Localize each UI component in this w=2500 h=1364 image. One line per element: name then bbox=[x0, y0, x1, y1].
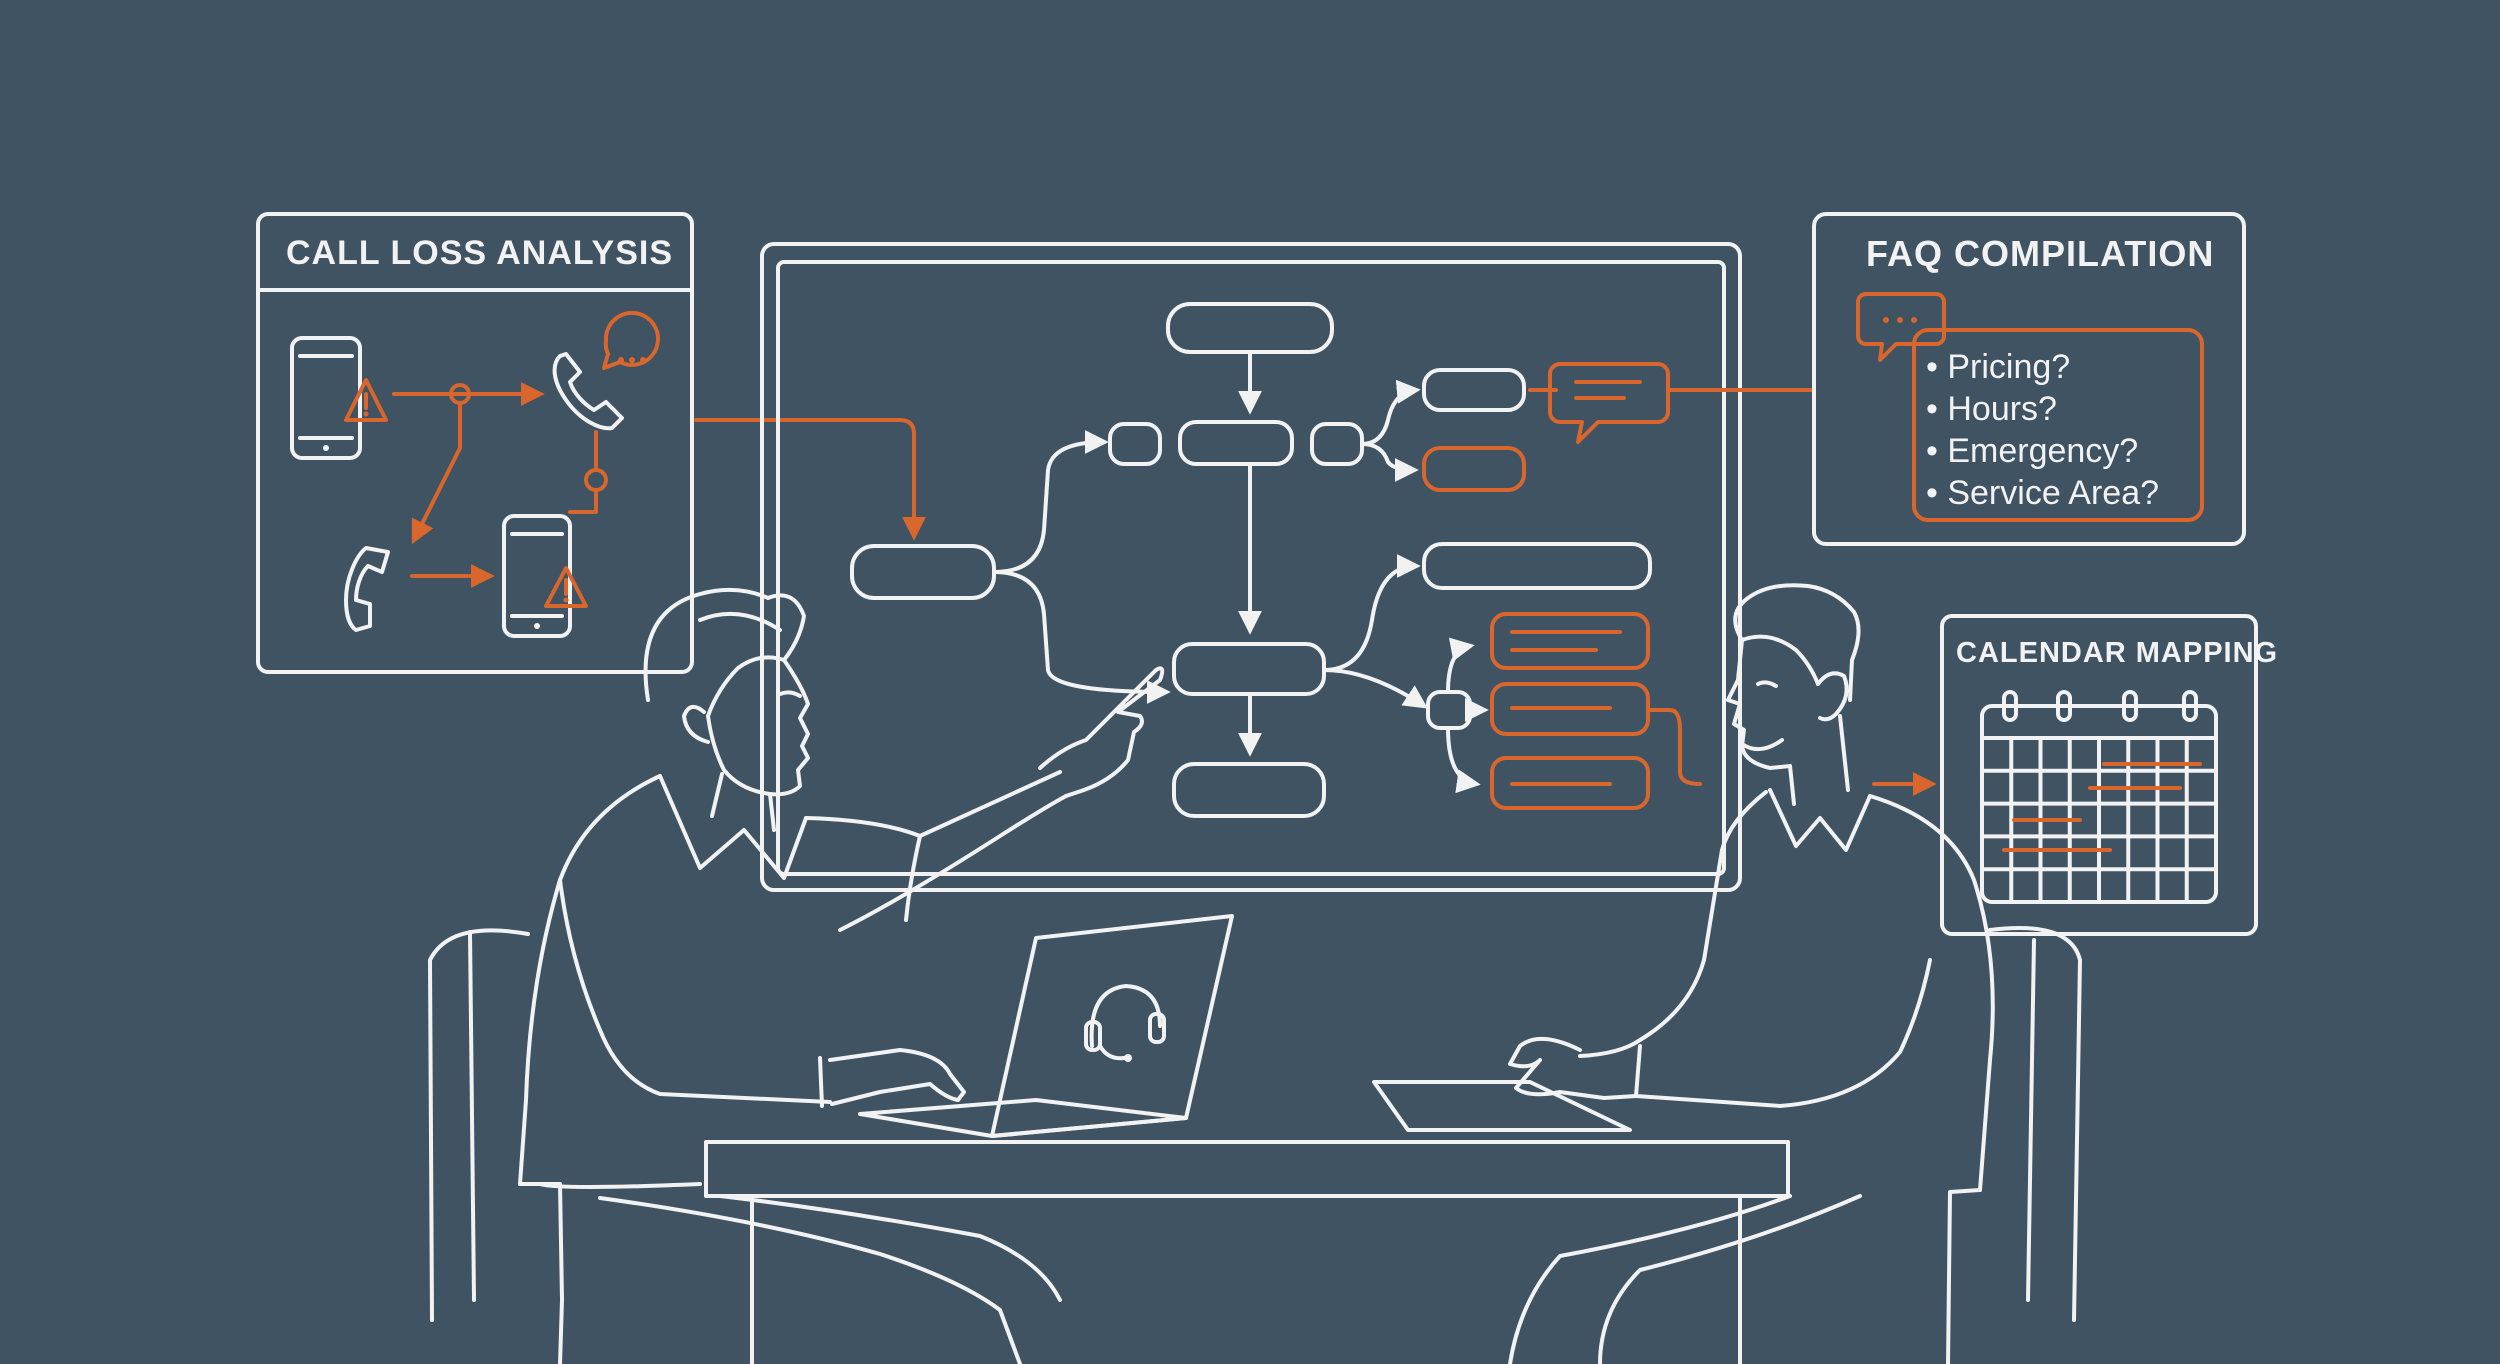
faq-item: • Service Area? bbox=[1926, 474, 2159, 512]
faq-title: FAQ COMPILATION bbox=[1866, 233, 2214, 274]
faq-panel: FAQ COMPILATION • Pricing? • Hours? • Em… bbox=[1812, 212, 2246, 546]
chat-bubble-icon bbox=[1548, 362, 1670, 444]
headset-icon bbox=[1084, 984, 1166, 1062]
laptop bbox=[858, 914, 1234, 1138]
phone-warning-icon bbox=[502, 514, 588, 638]
phone-warning-icon bbox=[290, 336, 388, 460]
call-loss-title: CALL LOSS ANALYSIS bbox=[286, 234, 673, 272]
faq-item: • Hours? bbox=[1926, 390, 2057, 428]
tablet bbox=[1372, 1080, 1632, 1132]
chat-bubble-icon bbox=[1856, 292, 1946, 362]
calendar-panel: CALENDAR MAPPING bbox=[1940, 614, 2278, 936]
faq-item: • Pricing? bbox=[1926, 348, 2070, 386]
person-left bbox=[428, 587, 1165, 1364]
calendar-icon bbox=[1980, 690, 2218, 904]
desk bbox=[704, 1140, 1790, 1364]
call-loss-panel: CALL LOSS ANALYSIS bbox=[256, 212, 694, 674]
calendar-title: CALENDAR MAPPING bbox=[1956, 637, 2278, 669]
handset-icon bbox=[344, 546, 390, 632]
handset-icon bbox=[552, 352, 624, 431]
faq-item: • Emergency? bbox=[1926, 432, 2138, 470]
person-right bbox=[1508, 583, 2082, 1364]
whiteboard bbox=[760, 242, 1742, 892]
chat-bubble-icon bbox=[602, 310, 660, 370]
